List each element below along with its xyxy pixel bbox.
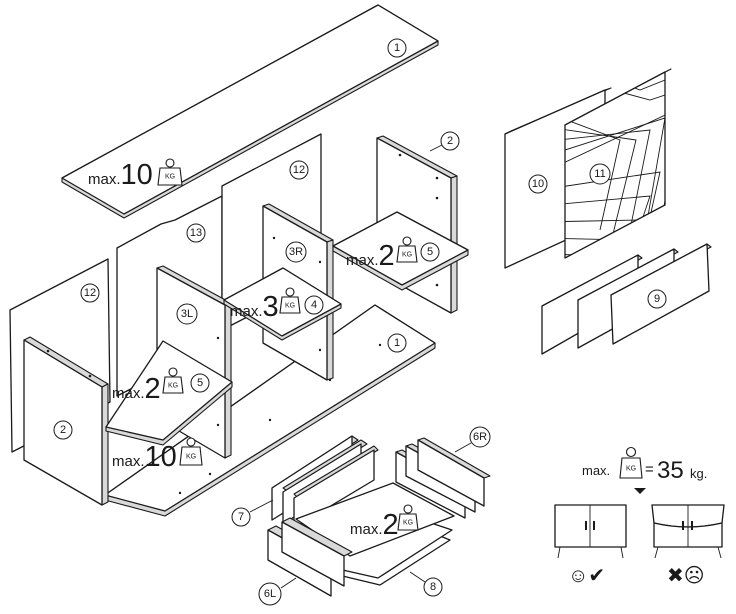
svg-text:KG: KG (165, 174, 175, 181)
ok-mark: ☺✔ (568, 565, 605, 587)
svg-text:1: 1 (394, 337, 400, 349)
svg-text:KG: KG (186, 454, 196, 461)
weight-icon: KG (619, 446, 643, 479)
weight-icon: KG (157, 158, 183, 186)
callout-back-left: 12 (80, 283, 100, 303)
cabinet-overloaded (651, 504, 725, 559)
callout-drawer-fronts: 9 (647, 289, 667, 309)
svg-text:KG: KG (168, 383, 178, 390)
svg-text:=: = (645, 461, 654, 478)
svg-text:3R: 3R (289, 246, 303, 258)
svg-text:5: 5 (197, 377, 203, 389)
svg-text:2: 2 (60, 424, 66, 436)
door-patterned (564, 68, 672, 259)
svg-text:max.: max. (582, 463, 610, 478)
svg-text:KG: KG (403, 520, 413, 527)
cabinet-ok (554, 504, 627, 559)
top-panel (61, 4, 439, 219)
callout-side-right: 2 (429, 131, 460, 152)
callout-back-right: 12 (289, 160, 309, 180)
svg-text:KG: KG (285, 303, 295, 310)
callout-shelf-center: 4 (304, 295, 324, 315)
svg-text:10: 10 (532, 178, 544, 190)
svg-text:max.10: max.10 (88, 159, 153, 191)
svg-text:max.2: max.2 (112, 373, 161, 405)
load-label-drawer: max.2 KG (350, 504, 419, 541)
drawer-side-left (271, 435, 379, 529)
callout-door-plain: 10 (528, 174, 548, 194)
weight-icon: KG (397, 504, 419, 531)
callout-drawer-front-back: 7 (231, 499, 274, 527)
svg-text:KG: KG (402, 252, 412, 259)
bad-mark: ✖☹ (667, 565, 705, 587)
load-label-shelf-right: max.2 KG (346, 236, 418, 272)
weight-icon: KG (162, 367, 184, 394)
load-label-top: max.10 KG (88, 158, 183, 191)
load-label-shelf-center: max.3 KG (230, 287, 301, 323)
svg-text:4: 4 (311, 299, 317, 311)
callout-top-panel: 1 (387, 38, 407, 58)
svg-text:2: 2 (447, 135, 453, 147)
drawer-front-back (267, 517, 353, 597)
svg-text:9: 9 (654, 293, 660, 305)
weight-icon: KG (279, 287, 301, 314)
callout-door-pattern: 11 (589, 163, 611, 185)
weight-rule: max. KG = 35 kg. (582, 446, 707, 494)
arrow-down-icon (634, 488, 646, 494)
callout-divider-right: 3R (285, 241, 307, 263)
weight-icon: KG (179, 437, 203, 466)
drawer-fronts (541, 243, 712, 355)
callout-divider-left: 3L (176, 303, 198, 325)
callout-drawer-bottom: 8 (409, 571, 443, 597)
svg-text:8: 8 (430, 581, 436, 593)
callout-bottom-panel: 1 (387, 333, 407, 353)
load-label-shelf-left: max.2 KG (112, 367, 184, 405)
svg-text:max.2: max.2 (346, 240, 395, 272)
svg-text:max.2: max.2 (350, 509, 399, 541)
svg-text:1: 1 (394, 42, 400, 54)
drawer-side-right (395, 437, 491, 519)
svg-text:3L: 3L (181, 308, 193, 320)
svg-text:max.10: max.10 (112, 441, 177, 473)
callout-back-center: 13 (186, 223, 206, 243)
callout-shelf-right: 5 (420, 242, 440, 262)
svg-text:6R: 6R (473, 431, 487, 443)
svg-text:6L: 6L (264, 588, 276, 600)
callout-drawer-side-right: 6R (454, 426, 491, 453)
svg-text:12: 12 (293, 164, 305, 176)
svg-text:12: 12 (84, 287, 96, 299)
svg-text:13: 13 (190, 227, 202, 239)
weight-icon: KG (396, 236, 418, 263)
load-label-bottom: max.10 KG (112, 437, 203, 473)
drawer-bottom (295, 482, 455, 586)
svg-text:KG: KG (626, 466, 636, 473)
svg-text:35: 35 (657, 457, 684, 484)
callout-shelf-left: 5 (190, 373, 210, 393)
svg-text:5: 5 (427, 246, 433, 258)
callout-drawer-side-left: 6L (258, 577, 297, 606)
svg-text:11: 11 (594, 168, 605, 180)
svg-text:max.3: max.3 (230, 291, 279, 323)
svg-text:kg.: kg. (690, 466, 707, 481)
callout-side-left: 2 (53, 420, 73, 440)
svg-text:7: 7 (238, 511, 244, 523)
